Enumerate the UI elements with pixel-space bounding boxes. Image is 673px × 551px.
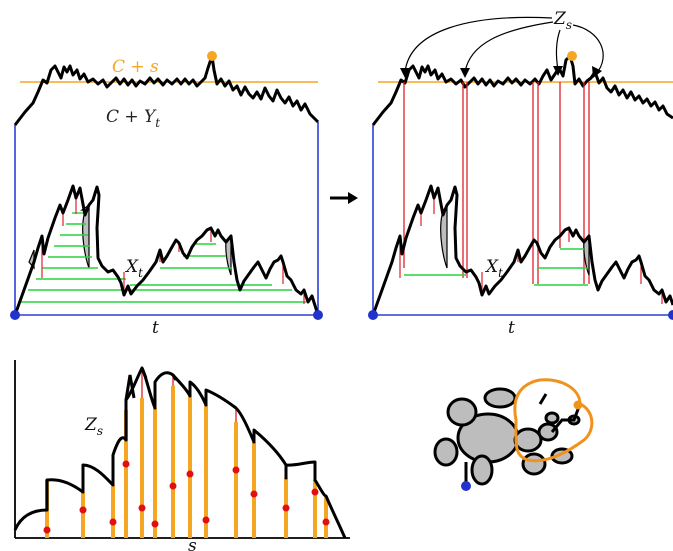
red-links-right [403,82,590,284]
label-zs-left: Zs [84,415,103,438]
zs-peak [124,367,178,401]
red-jumps [46,368,316,510]
orange-loop [513,378,594,463]
root-dot-left [10,310,20,320]
zs-curve [13,366,347,539]
panel-top-right: Xt t Zs [368,9,673,338]
label-x-left: Xt [124,257,143,280]
blue-frame-left [14,122,319,316]
label-zs-top: Zs [553,9,572,32]
label-s-axis: s [188,536,197,551]
panel-top-left: C + s C + Yt [10,51,323,338]
upper-curve-right [371,54,673,126]
looptree-blobs [433,387,581,486]
green-levels-left [18,212,306,303]
blue-frame-right [372,125,673,316]
red-verticals-left [41,198,305,304]
green-levels-right [404,248,588,286]
upper-curve-left [13,54,320,126]
orange-marked-point [573,400,583,410]
orange-bars [45,386,328,538]
label-t-right: t [508,318,515,338]
red-verticals-right [399,198,663,304]
path-x-right [371,184,673,316]
label-x-right: Xt [484,257,503,280]
marked-point-right [567,51,577,61]
label-c-plus-s-left: C + s [112,57,159,77]
grey-lobes-right [440,204,590,276]
root-dot-right [368,310,378,320]
end-dot-right [668,310,673,320]
path-x-left [13,184,320,316]
transition-arrow [330,192,358,204]
label-c-plus-y: C + Yt [106,107,160,130]
red-dots [43,460,330,534]
looptree-stems [464,393,582,484]
panel-bottom-right [433,378,594,491]
panel-bottom-left: Zs s [13,360,350,551]
root-dot-tree [461,481,471,491]
label-t-left: t [152,318,159,338]
zs-arrowheads [400,66,602,78]
marked-point-left [207,51,217,61]
end-dot-left [313,310,323,320]
